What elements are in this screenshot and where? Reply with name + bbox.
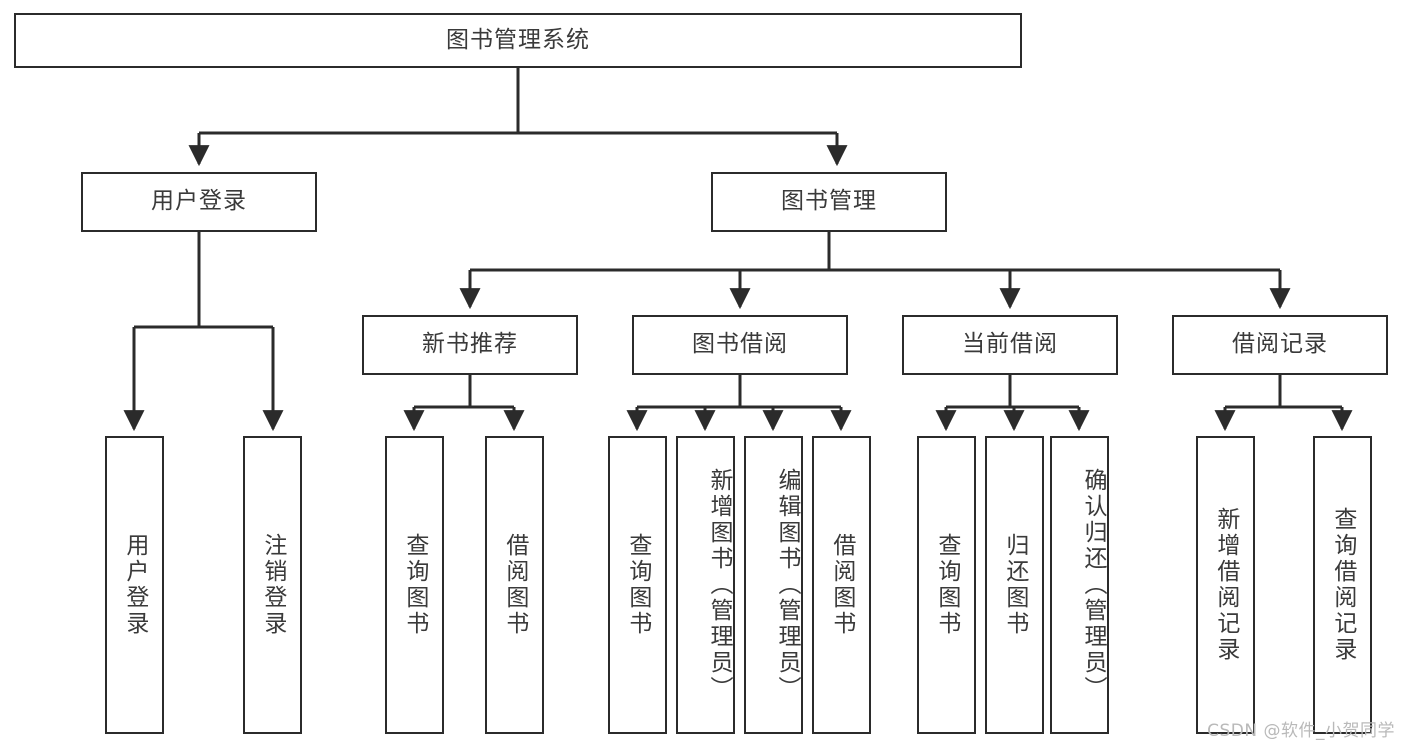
leaf-user-login[interactable]: 用户登录 (105, 436, 164, 734)
leaf-edit-book[interactable]: 编辑图书（管理员） (744, 436, 803, 734)
leaf-query-book-1-label: 查询图书 (401, 533, 428, 637)
leaf-add-record[interactable]: 新增借阅记录 (1196, 436, 1255, 734)
leaf-logout-login[interactable]: 注销登录 (243, 436, 302, 734)
leaf-query-book-1[interactable]: 查询图书 (385, 436, 444, 734)
node-new-book-recommend[interactable]: 新书推荐 (362, 315, 578, 375)
node-root[interactable]: 图书管理系统 (14, 13, 1022, 68)
leaf-add-record-label: 新增借阅记录 (1212, 507, 1239, 663)
leaf-borrow-book-2[interactable]: 借阅图书 (812, 436, 871, 734)
leaf-query-book-2[interactable]: 查询图书 (608, 436, 667, 734)
node-book-manage[interactable]: 图书管理 (711, 172, 947, 232)
leaf-borrow-book-1-label: 借阅图书 (501, 533, 528, 637)
leaf-query-book-3[interactable]: 查询图书 (917, 436, 976, 734)
leaf-query-record[interactable]: 查询借阅记录 (1313, 436, 1372, 734)
leaf-logout-login-label: 注销登录 (259, 533, 286, 637)
leaf-borrow-book-1[interactable]: 借阅图书 (485, 436, 544, 734)
node-current-borrow[interactable]: 当前借阅 (902, 315, 1118, 375)
leaf-query-record-label: 查询借阅记录 (1329, 507, 1356, 663)
node-borrow-record[interactable]: 借阅记录 (1172, 315, 1388, 375)
leaf-confirm-return[interactable]: 确认归还（管理员） (1050, 436, 1109, 734)
leaf-query-book-3-label: 查询图书 (933, 533, 960, 637)
node-new-book-recommend-label: 新书推荐 (422, 331, 518, 358)
leaf-query-book-2-label: 查询图书 (624, 533, 651, 637)
node-root-label: 图书管理系统 (446, 26, 590, 53)
node-user-login-label: 用户登录 (151, 188, 247, 215)
leaf-edit-book-label: 编辑图书（管理员） (774, 468, 800, 702)
leaf-return-book[interactable]: 归还图书 (985, 436, 1044, 734)
leaf-return-book-label: 归还图书 (1001, 533, 1028, 637)
node-current-borrow-label: 当前借阅 (962, 331, 1058, 358)
node-book-borrow[interactable]: 图书借阅 (632, 315, 848, 375)
node-user-login[interactable]: 用户登录 (81, 172, 317, 232)
leaf-confirm-return-label: 确认归还（管理员） (1080, 468, 1106, 702)
node-book-borrow-label: 图书借阅 (692, 331, 788, 358)
node-book-manage-label: 图书管理 (781, 188, 877, 215)
leaf-borrow-book-2-label: 借阅图书 (828, 533, 855, 637)
leaf-add-book-label: 新增图书（管理员） (706, 468, 732, 702)
leaf-user-login-label: 用户登录 (121, 533, 148, 637)
node-borrow-record-label: 借阅记录 (1232, 331, 1328, 358)
leaf-add-book[interactable]: 新增图书（管理员） (676, 436, 735, 734)
